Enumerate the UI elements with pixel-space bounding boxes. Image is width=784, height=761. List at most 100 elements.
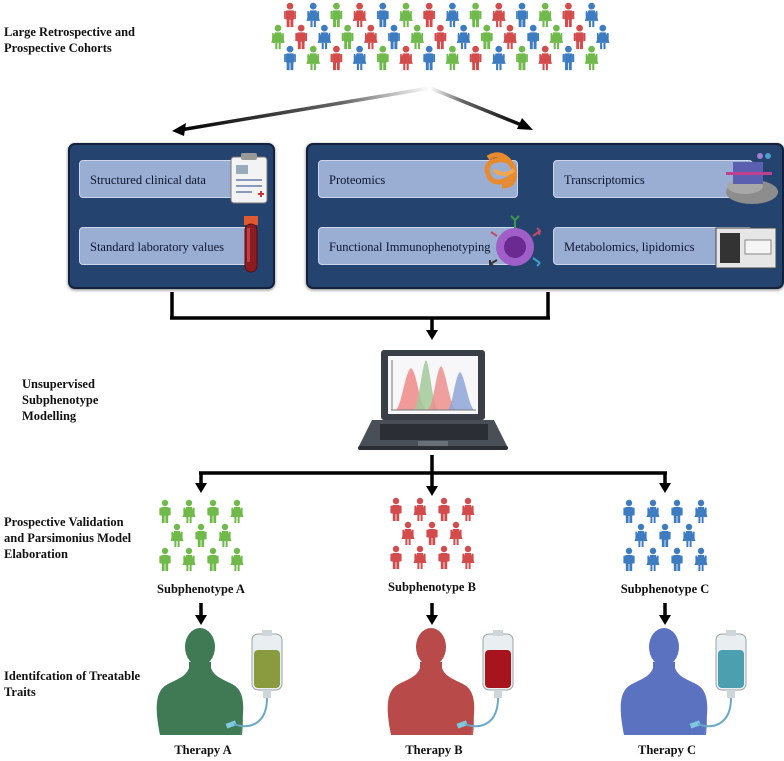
- person-icon: [413, 497, 427, 521]
- clipboard-icon: [230, 153, 268, 204]
- person-icon: [694, 499, 708, 523]
- person-icon: [584, 2, 599, 28]
- person-icon: [449, 521, 463, 545]
- person-icon: [388, 24, 400, 50]
- iv-bag-icon: [464, 630, 514, 728]
- person-icon: [390, 545, 402, 569]
- person-icon: [363, 24, 378, 50]
- cohort-crowd: [271, 2, 610, 71]
- label-validation: Prospective Validation and Parsimonius M…: [4, 515, 132, 561]
- person-icon: [182, 547, 196, 571]
- person-icon: [461, 545, 475, 569]
- label-unsupervised: Unsupervised Subphenotype Modelling: [22, 377, 99, 423]
- person-icon: [330, 2, 343, 28]
- person-icon: [423, 2, 436, 28]
- mass-spectrometer-icon: [715, 227, 777, 269]
- person-icon: [306, 45, 321, 71]
- person-icon: [438, 497, 450, 521]
- person-icon: [341, 24, 354, 50]
- person-icon: [491, 2, 506, 28]
- sequencer-icon: [726, 153, 778, 204]
- person-icon: [671, 499, 683, 523]
- person-icon: [646, 547, 660, 571]
- person-icon: [573, 24, 586, 50]
- person-icon: [271, 24, 285, 50]
- subphenotype-c-label: Subphenotype C: [620, 582, 710, 596]
- protein-icon: [484, 152, 517, 189]
- transcriptomics: Transcriptomics: [553, 160, 753, 198]
- arrow-left: [179, 86, 431, 132]
- person-icon: [376, 45, 389, 71]
- patient-figure: [156, 628, 244, 735]
- person-icon: [562, 2, 575, 28]
- label-cohorts: Large Retrospective and Prospective Coho…: [4, 25, 135, 55]
- person-icon: [646, 499, 660, 523]
- arrow-to-laptop: [426, 330, 438, 340]
- person-icon: [376, 2, 389, 28]
- person-icon: [159, 499, 171, 523]
- person-icon: [330, 45, 343, 71]
- blood-tube-icon: [244, 216, 258, 273]
- structured-clinical-data: Structured clinical data: [79, 160, 255, 198]
- patient-figure: [387, 628, 475, 735]
- person-icon: [445, 45, 460, 71]
- person-icon: [595, 24, 610, 50]
- person-icon: [538, 45, 553, 71]
- functional-immunophenotyping: Functional Immunophenotyping: [318, 227, 518, 265]
- person-icon: [413, 545, 427, 569]
- person-icon: [399, 45, 413, 71]
- person-icon: [480, 24, 493, 50]
- person-icon: [538, 2, 553, 28]
- person-icon: [659, 523, 671, 547]
- immune-cell-icon: [489, 215, 542, 267]
- person-icon: [218, 523, 232, 547]
- person-icon: [317, 24, 332, 50]
- person-icon: [284, 45, 296, 71]
- person-icon: [182, 499, 196, 523]
- person-icon: [401, 521, 415, 545]
- person-icon: [207, 499, 219, 523]
- person-icon: [352, 2, 367, 28]
- therapy-a-label: Therapy A: [174, 743, 232, 757]
- person-icon: [438, 545, 450, 569]
- person-icon: [230, 547, 244, 571]
- iv-bag-icon: [697, 630, 747, 728]
- person-icon: [469, 2, 482, 28]
- person-icon: [295, 24, 308, 50]
- person-icon: [694, 547, 708, 571]
- person-icon: [445, 2, 460, 28]
- person-icon: [399, 2, 413, 28]
- therapy-c-label: Therapy C: [638, 743, 696, 757]
- laptop-icon: [358, 350, 508, 450]
- person-icon: [549, 24, 564, 50]
- subphenotype-b-label: Subphenotype B: [388, 580, 476, 594]
- person-icon: [623, 499, 635, 523]
- person-icon: [527, 24, 540, 50]
- patient-figure: [620, 628, 708, 735]
- standard-laboratory-values: Standard laboratory values: [79, 227, 255, 265]
- person-icon: [516, 2, 528, 28]
- person-icon: [423, 45, 436, 71]
- person-icon: [562, 45, 575, 71]
- person-icon: [195, 523, 207, 547]
- person-icon: [469, 45, 482, 71]
- person-icon: [623, 547, 635, 571]
- therapy-b-label: Therapy B: [405, 743, 463, 757]
- iv-bag-icon: [233, 630, 283, 728]
- label-treatable: Identifcation of Treatable Traits: [4, 669, 141, 699]
- person-icon: [410, 24, 425, 50]
- person-icon: [170, 523, 184, 547]
- subphenotype-a-label: Subphenotype A: [157, 582, 245, 596]
- person-icon: [634, 523, 648, 547]
- person-icon: [516, 45, 528, 71]
- person-icon: [159, 547, 171, 571]
- person-icon: [671, 547, 683, 571]
- person-icon: [207, 547, 219, 571]
- person-icon: [682, 523, 696, 547]
- person-icon: [461, 497, 475, 521]
- person-icon: [352, 45, 367, 71]
- person-icon: [434, 24, 447, 50]
